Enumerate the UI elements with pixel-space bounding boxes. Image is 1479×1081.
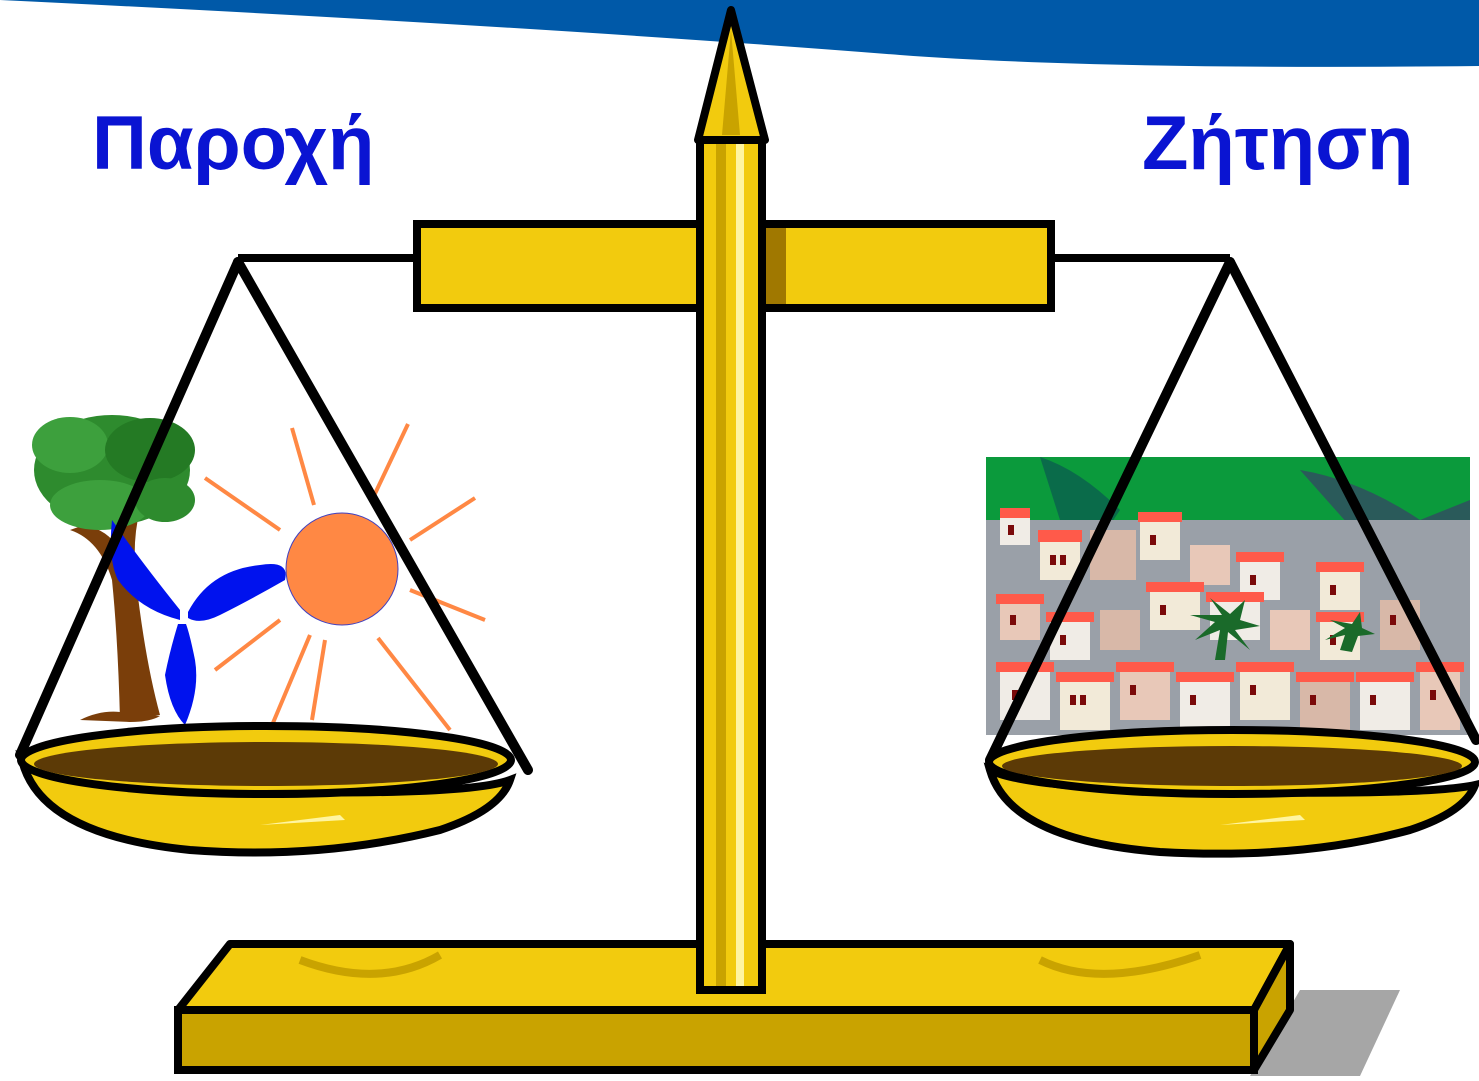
- scale-post: [694, 6, 769, 994]
- right-pan: [983, 726, 1479, 858]
- left-pan: [15, 722, 517, 857]
- right-pan-strings: [985, 257, 1479, 765]
- left-pan-strings: [15, 257, 533, 775]
- supply-label: Παροχή: [92, 101, 375, 186]
- city-windows: [1008, 525, 1436, 705]
- wind-turbine-icon: [110, 520, 286, 725]
- city-palms: [1190, 598, 1375, 660]
- sun-icon: [203, 423, 486, 732]
- demand-label: Ζήτηση: [1142, 101, 1414, 186]
